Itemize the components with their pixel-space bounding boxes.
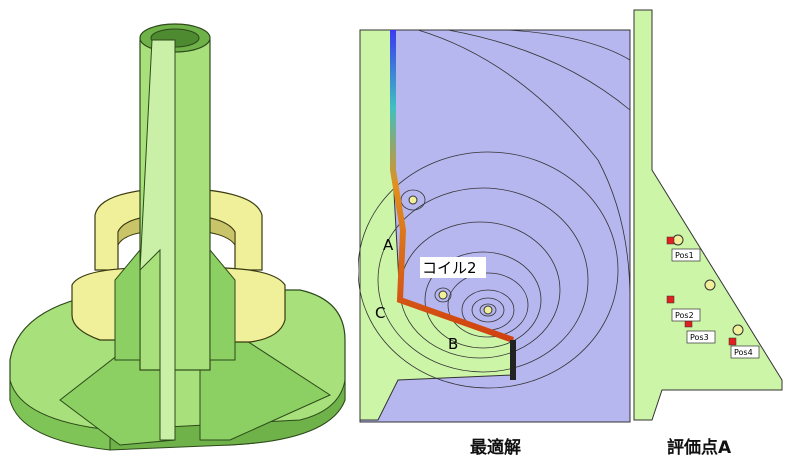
pos-label-box-2 [671, 308, 701, 322]
evaluation-point-caption: 評価点A [667, 438, 732, 458]
lower-coil-right [224, 267, 286, 343]
pos-label-box-1 [671, 248, 701, 262]
shaft-flange-right [209, 248, 236, 361]
boundary-end-hatch [510, 340, 516, 380]
coil-label: コイル2 [422, 259, 477, 277]
eval-coil-1 [672, 234, 684, 246]
optimal-solution-panel: A C B コイル2 [357, 0, 634, 467]
label-b: B [448, 335, 458, 353]
optimal-solution-caption: 最適解 [470, 438, 521, 458]
3d-cutaway-model [0, 0, 350, 467]
pos-label-box-4 [730, 345, 760, 359]
eval-points [666, 236, 737, 346]
label-a: A [383, 236, 394, 254]
eval-coil-3 [732, 324, 744, 336]
eval-point-1 [666, 236, 675, 245]
field-plot: A C B コイル2 [357, 29, 631, 423]
evaluation-point-panel: Pos1 Pos2 Pos3 Pos4 [632, 0, 791, 467]
coil-label-bg [420, 257, 486, 278]
pos-label-4: Pos4 [734, 348, 753, 357]
pos-label-box-3 [686, 330, 716, 344]
eval-point-2 [666, 295, 675, 304]
coil-marker-1 [408, 195, 418, 205]
pos-label-2: Pos2 [675, 311, 694, 320]
evaluation-drawing: Pos1 Pos2 Pos3 Pos4 [633, 9, 783, 421]
pos-label-1: Pos1 [675, 251, 694, 260]
evaluation-region [633, 9, 783, 421]
label-c: C [375, 304, 385, 322]
coil-marker-3 [483, 305, 493, 315]
pos-label-3: Pos3 [690, 333, 709, 342]
eval-coil-2 [704, 279, 716, 291]
3d-model-drawing [9, 23, 346, 451]
shaft-flange-left [114, 248, 141, 361]
coil-marker-2 [438, 290, 448, 300]
optimized-boundary [390, 30, 515, 343]
eval-point-4 [728, 337, 737, 346]
